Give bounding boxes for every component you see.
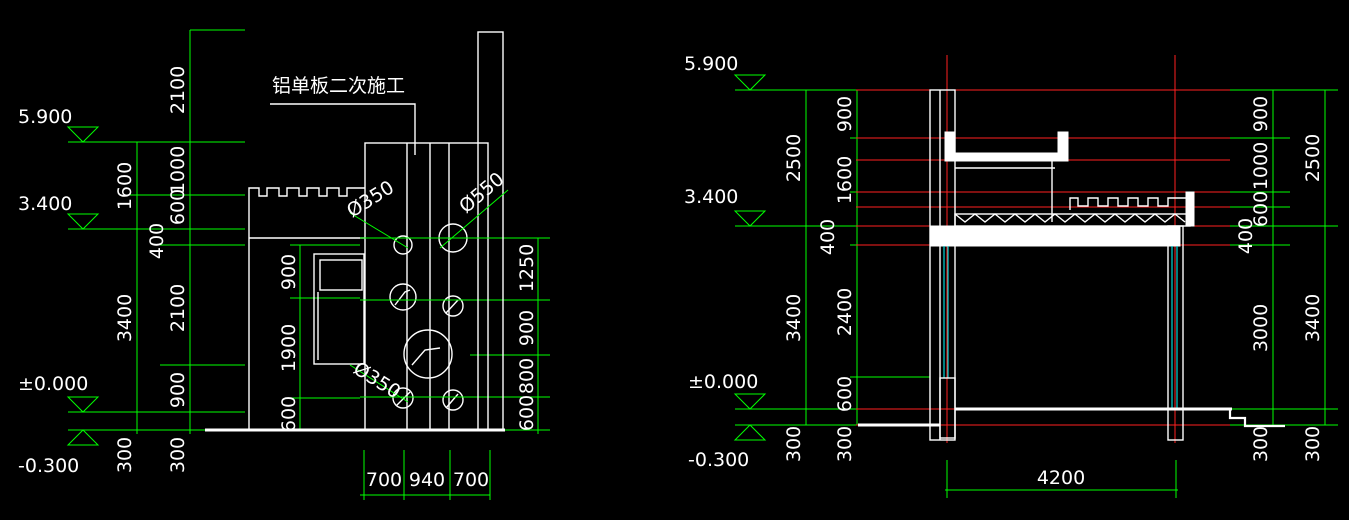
- right-r-outer-2500: 2500: [1302, 134, 1324, 182]
- left-bottom-dim-700b: 700: [453, 469, 489, 491]
- left-elevation-markers: 5.900 3.400 ±0.000 -0.300: [18, 106, 200, 477]
- left-building-geometry: 铝单板二次施工 Ø350 Ø550 Ø350: [205, 31, 508, 432]
- right-l-inner-2400: 2400: [834, 288, 856, 336]
- right-elev-0000: ±0.000: [688, 371, 758, 393]
- aluminum-panel-note: 铝单板二次施工: [272, 75, 405, 97]
- left-elev-5900: 5.900: [18, 106, 72, 128]
- right-dimension-texts: 300 3400 2500 300 600 2400 400 1600 900 …: [783, 96, 1324, 489]
- right-elevation: 5.900 3.400 ±0.000 -0.300: [684, 53, 1338, 498]
- left-elevation: 5.900 3.400 ±0.000 -0.300: [18, 29, 550, 500]
- right-l-inner-600: 600: [834, 376, 856, 412]
- left-mid-dim-2100b: 2100: [167, 66, 189, 114]
- left-inner-dim-1900: 1900: [278, 324, 300, 372]
- right-l-inner-300: 300: [834, 426, 856, 462]
- right-l-outer-3400: 3400: [783, 294, 805, 342]
- right-r-inner-300: 300: [1250, 426, 1272, 462]
- right-elev-3400: 3.400: [684, 186, 738, 208]
- left-inner-dim-600: 600: [278, 396, 300, 432]
- left-mid-dim-900: 900: [167, 372, 189, 408]
- right-l-inner-900: 900: [834, 96, 856, 132]
- right-l-outer-2500: 2500: [783, 134, 805, 182]
- right-l-inner-1600: 1600: [834, 156, 856, 204]
- left-mid-dim-300: 300: [167, 437, 189, 473]
- right-r-inner-400: 400: [1235, 218, 1257, 254]
- right-l-inner-400: 400: [817, 219, 839, 255]
- right-building-geometry: [856, 55, 1285, 443]
- right-r-outer-3400: 3400: [1302, 294, 1324, 342]
- right-r-inner-900: 900: [1250, 96, 1272, 132]
- left-elev-0000: ±0.000: [18, 373, 88, 395]
- left-elev-m0300: -0.300: [18, 455, 79, 477]
- right-r-inner-3000: 3000: [1250, 304, 1272, 352]
- left-inner-dim-900: 900: [278, 254, 300, 290]
- right-r-inner-600: 600: [1250, 191, 1272, 227]
- left-outer-dim-300: 300: [114, 437, 136, 473]
- left-dimension-texts: 300 3400 1600 300 900 2100 400 600 1000 …: [114, 66, 538, 491]
- left-elev-3400: 3.400: [18, 193, 72, 215]
- right-l-outer-300: 300: [783, 426, 805, 462]
- right-elevation-markers: 5.900 3.400 ±0.000 -0.300: [684, 53, 930, 471]
- diameter-550: Ø550: [455, 168, 508, 218]
- right-r-outer-300: 300: [1302, 426, 1324, 462]
- left-outer-dim-3400: 3400: [114, 294, 136, 342]
- left-outer-dim-1600: 1600: [114, 162, 136, 210]
- left-right-dim-600: 600: [516, 395, 538, 431]
- left-mid-dim-600: 600: [167, 189, 189, 225]
- left-mid-dim-400: 400: [146, 223, 168, 259]
- left-right-dim-900: 900: [516, 310, 538, 346]
- left-mid-dim-2100a: 2100: [167, 284, 189, 332]
- left-bottom-dim-700a: 700: [366, 469, 402, 491]
- right-elev-m0300: -0.300: [688, 449, 749, 471]
- right-r-inner-1000: 1000: [1250, 142, 1272, 190]
- left-mid-dim-1000: 1000: [167, 146, 189, 194]
- left-bottom-dim-940: 940: [409, 469, 445, 491]
- right-elev-5900: 5.900: [684, 53, 738, 75]
- left-right-dim-800: 800: [516, 358, 538, 394]
- diameter-350-upper: Ø350: [343, 176, 398, 222]
- right-bottom-dim-4200: 4200: [1037, 467, 1085, 489]
- left-right-dim-1250: 1250: [516, 244, 538, 292]
